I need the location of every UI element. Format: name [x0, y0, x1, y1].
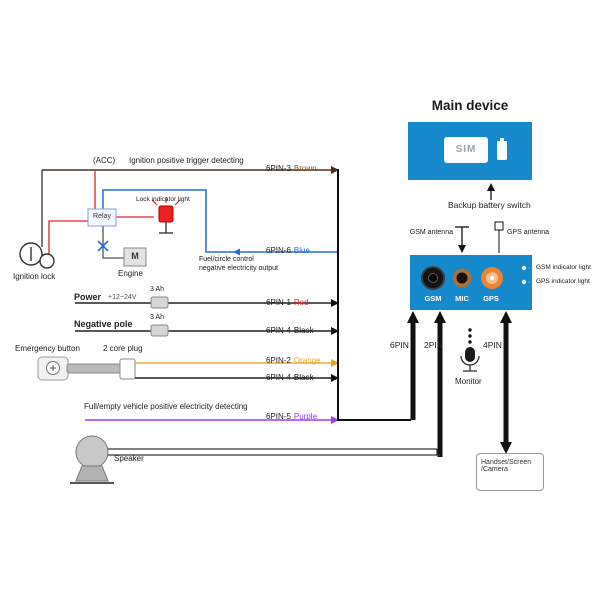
emergency-button-label: Emergency button [15, 344, 80, 353]
engine-label: Engine [118, 269, 143, 278]
gps-port-center [489, 275, 495, 281]
core-plug-label: 2 core plug [103, 344, 143, 353]
speaker-icon [70, 435, 114, 484]
handset-box: Handset/Screen /Camera [476, 453, 544, 491]
lock-indicator-light-label: Lock indicator light [136, 196, 190, 203]
wire-pin: 6PIN-1 [266, 298, 291, 307]
power-label: Power [74, 292, 102, 302]
wire-pin: 6PIN-6 [266, 246, 291, 255]
engine-box [123, 247, 147, 267]
wire-color-name: Black [293, 326, 314, 335]
acc-label: (ACC) [93, 156, 116, 165]
wire-relay-engine [102, 226, 124, 259]
relay-label: Relay [93, 213, 111, 220]
gps-indicator-led [521, 279, 527, 285]
wire-color-name: Brown [293, 164, 317, 173]
cut-mark-icon [97, 240, 109, 252]
wire-pin: 6PIN-2 [266, 356, 291, 365]
monitor-label: Monitor [455, 377, 482, 386]
sim-label: SIM [455, 144, 477, 155]
wire-pin: 6PIN-4 [266, 326, 291, 335]
handset-label-line1: Handset/Screen [481, 459, 532, 466]
6pin-label: 6PIN [390, 340, 409, 350]
battery-switch-nub [500, 138, 504, 142]
ignition-lock-icon [19, 242, 55, 269]
gps-antenna-icon [494, 221, 504, 253]
wire-color-name: Orange [293, 356, 321, 365]
fuel-control-label-line2: negative electricity output [199, 265, 278, 272]
core-plug-icon [66, 358, 136, 380]
fuse-label-negative: 3 Ah [150, 314, 165, 321]
speaker-label: Speaker [114, 454, 144, 463]
wire-collector [337, 169, 411, 421]
handset-label-line2: /Camera [481, 466, 508, 473]
sim-card-icon [444, 137, 488, 163]
page-title: Main device [431, 98, 509, 113]
gsm-indicator-label: GSM indicator light [536, 264, 591, 271]
gsm-indicator-led [521, 265, 527, 271]
mic-port-label: MIC [455, 294, 469, 303]
engine-symbol-label: M [131, 251, 139, 261]
blue-arrowhead-icon [233, 248, 240, 256]
power-voltage-label: +12~24V [108, 294, 137, 301]
full-empty-label: Full/empty vehicle positive electricity … [84, 402, 248, 411]
relay-box [87, 208, 117, 227]
gsm-port-center [428, 273, 438, 283]
4pin-label: 4PIN [483, 340, 502, 350]
ignition-lock-label: Ignition lock [13, 272, 56, 281]
gps-indicator-label: GPS indicator light [536, 278, 590, 285]
wire-pin: 6PIN-3 [266, 164, 291, 173]
wire-color-name: Red [293, 298, 309, 307]
ignition-detecting-label: Ignition positive trigger detecting [129, 156, 244, 165]
fuel-control-label-line1: Fuel/circle control [199, 256, 254, 263]
gsm-antenna-label: GSM antenna [409, 229, 453, 236]
fuse-icon-negative [150, 324, 169, 337]
main-device-box [410, 255, 533, 310]
wire-pin: 6PIN-4 [266, 373, 291, 382]
monitor-icon [460, 328, 480, 372]
lock-indicator-light-icon [151, 197, 181, 234]
negative-pole-label: Negative pole [74, 319, 133, 329]
wire-pin: 6PIN-5 [266, 412, 291, 421]
wire-color-name: Black [293, 373, 314, 382]
gsm-port-label: GSM [424, 294, 442, 303]
gps-port-label: GPS [483, 294, 499, 303]
fuse-icon-power [150, 296, 169, 309]
2pin-label: 2PIN [424, 340, 443, 350]
fuse-label-power: 3 Ah [150, 286, 165, 293]
gps-antenna-label: GPS antenna [507, 229, 550, 236]
wire-relay-red [48, 171, 154, 254]
emergency-button-icon [37, 356, 69, 381]
gsm-antenna-icon [455, 226, 469, 253]
battery-switch-icon [497, 141, 507, 160]
mic-port-center [456, 272, 468, 284]
wire-color-name: Blue [293, 246, 310, 255]
backup-battery-switch-label: Backup battery switch [448, 200, 531, 210]
wire-color-name: Purple [293, 412, 318, 421]
wire-6pin6-blue [102, 189, 337, 253]
